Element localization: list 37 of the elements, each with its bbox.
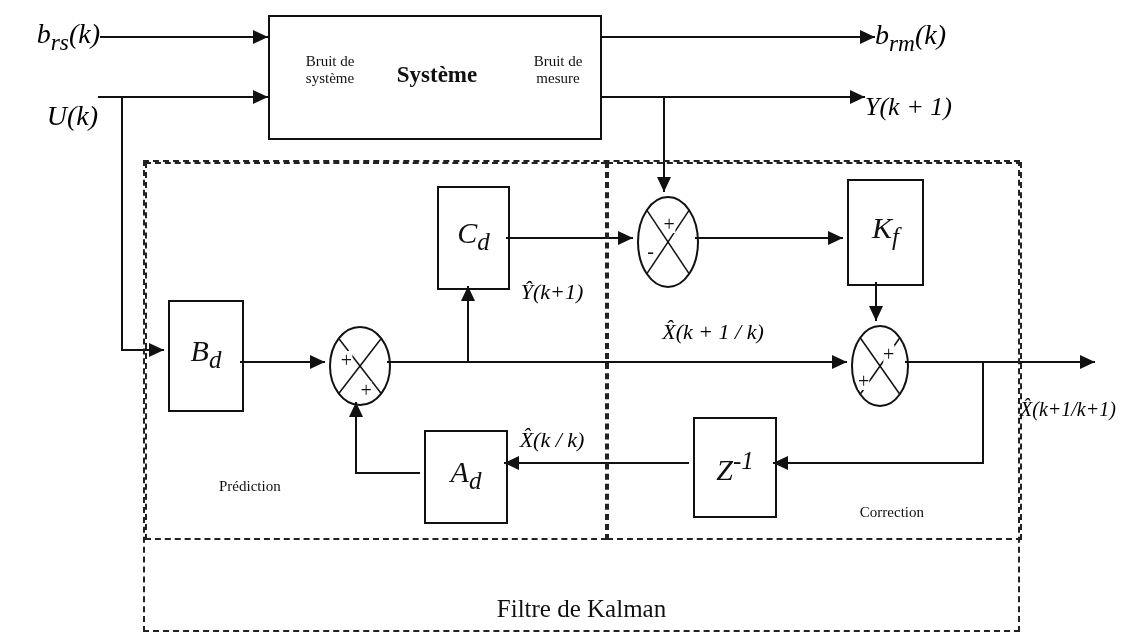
arrow	[99, 30, 269, 44]
signal-label: b$_{rs}$(k)	[8, 14, 100, 60]
system-box	[268, 15, 602, 140]
block-note: Bruit de mesure	[532, 52, 584, 86]
edge-label: X̂(k + 1 / k)	[661, 319, 765, 345]
signal-label: U(k)	[18, 95, 98, 137]
transfer-function: Z$^{-1}$	[716, 446, 754, 486]
arrow	[601, 30, 876, 44]
arrow	[349, 401, 421, 474]
block-title: Système	[396, 62, 478, 88]
transfer-function: B$_{d}$	[190, 334, 222, 374]
region-label: Filtre de Kalman	[496, 594, 667, 622]
arrow	[694, 231, 844, 245]
sign-label: +	[883, 344, 895, 363]
arrow	[503, 456, 690, 470]
region-label: Prédiction	[219, 477, 281, 494]
arrow	[386, 285, 475, 363]
transfer-block	[437, 186, 510, 290]
arrow	[239, 355, 326, 369]
arrow	[601, 96, 671, 193]
transfer-block	[693, 417, 777, 518]
transfer-function: C$_{d}$	[457, 216, 490, 256]
signal-label: b$_{rm}$(k)	[875, 14, 970, 62]
arrow	[97, 96, 165, 357]
transfer-block	[847, 179, 924, 286]
arrow	[505, 231, 634, 245]
transfer-block	[168, 300, 244, 412]
signal-label: X̂(k+1/k+1)	[1020, 362, 1138, 420]
transfer-function: A$_{d}$	[450, 455, 482, 495]
signal-label: Y(k + 1)	[865, 85, 980, 130]
block-note: Bruit de système	[304, 52, 356, 86]
transfer-block	[424, 430, 508, 524]
region-label: Correction	[859, 503, 924, 520]
edge-label: Ŷ(k+1)	[519, 279, 585, 305]
arrow	[869, 281, 883, 322]
arrow	[772, 361, 984, 470]
edge-label: X̂(k / k)	[518, 427, 586, 453]
